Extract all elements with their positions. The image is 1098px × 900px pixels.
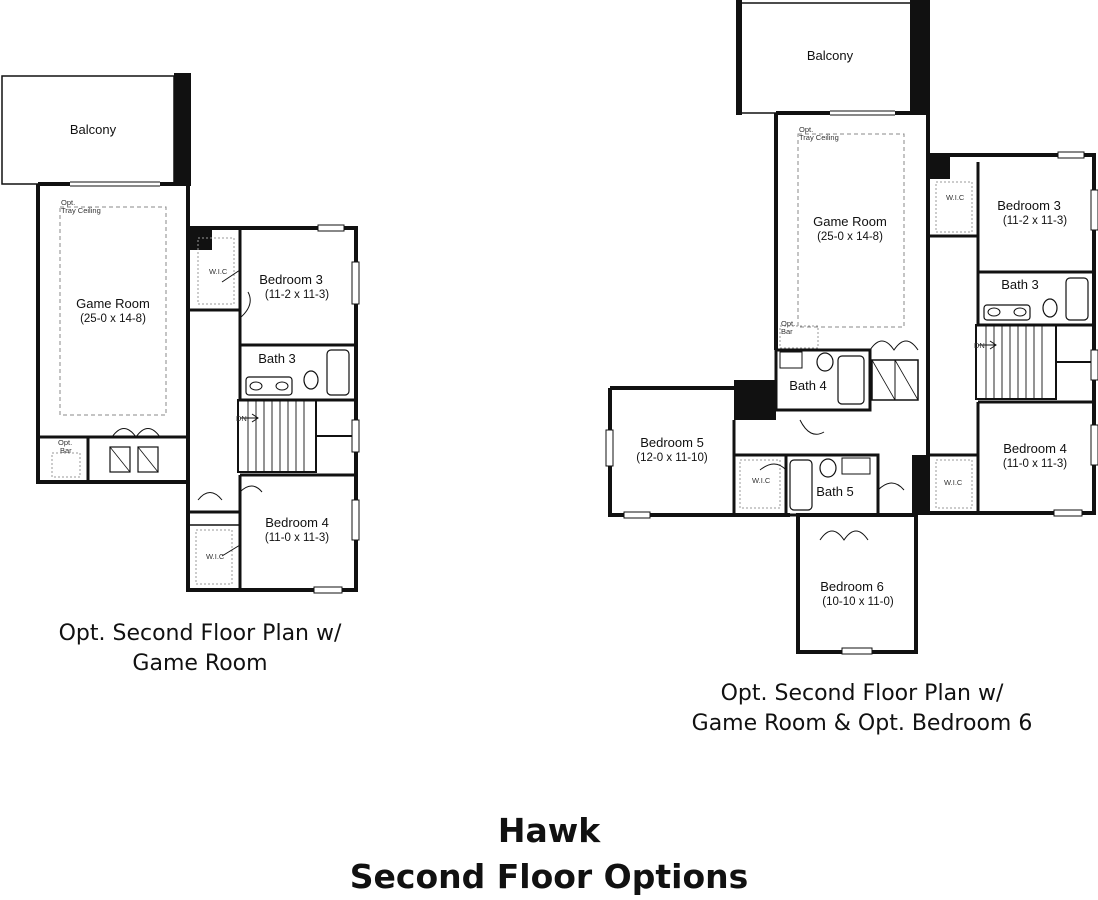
- caption-line: Opt. Second Floor Plan w/: [58, 621, 342, 646]
- game-room-dimensions: (25-0 x 14-8): [817, 231, 883, 243]
- plan-left-labels: Balcony Opt. Tray Ceiling Game Room (25-…: [58, 122, 329, 561]
- stairs-down-label: DN: [236, 414, 247, 423]
- wic-label: W.I.C: [209, 267, 228, 276]
- wic-label: W.I.C: [946, 193, 965, 202]
- opt-bar-label: Bar: [781, 327, 793, 336]
- balcony-label: Balcony: [70, 122, 117, 137]
- bedroom3-dimensions: (11-2 x 11-3): [1003, 215, 1067, 227]
- title-line-1: Hawk: [497, 811, 601, 850]
- plan-left-caption: Opt. Second Floor Plan w/ Game Room: [20, 619, 380, 679]
- stairs-down-label: DN: [974, 341, 985, 350]
- game-room-label: Game Room: [813, 214, 887, 229]
- page-title: Hawk Second Floor Options: [0, 808, 1098, 900]
- bedroom4-dimensions: (11-0 x 11-3): [1003, 458, 1067, 470]
- opt-bar-label: Opt.: [781, 319, 795, 328]
- bedroom4-label: Bedroom 4: [1003, 441, 1067, 456]
- bedroom6-dimensions: (10-10 x 11-0): [822, 596, 894, 608]
- tray-ceiling-label: Tray Ceiling: [799, 133, 839, 142]
- balcony-label: Balcony: [807, 48, 854, 63]
- wic-label: W.I.C: [206, 552, 225, 561]
- tray-ceiling-label: Tray Ceiling: [61, 206, 101, 215]
- bedroom3-dimensions: (11-2 x 11-3): [265, 289, 329, 301]
- title-line-2: Second Floor Options: [349, 857, 749, 896]
- tray-ceiling-label: Opt.: [61, 198, 75, 207]
- bedroom3-label: Bedroom 3: [997, 198, 1061, 213]
- bedroom3-label: Bedroom 3: [259, 272, 323, 287]
- bedroom4-dimensions: (11-0 x 11-3): [265, 532, 329, 544]
- caption-line: Game Room & Opt. Bedroom 6: [691, 711, 1033, 736]
- plan-left: [1, 73, 360, 594]
- opt-bar-label: Bar: [60, 446, 72, 455]
- game-room-dimensions: (25-0 x 14-8): [80, 313, 146, 325]
- bath5-label: Bath 5: [816, 484, 854, 499]
- game-room-label: Game Room: [76, 296, 150, 311]
- caption-line: Game Room: [132, 651, 268, 676]
- opt-bar-label: Opt.: [58, 438, 72, 447]
- bedroom4-label: Bedroom 4: [265, 515, 329, 530]
- tray-ceiling-label: Opt.: [799, 125, 813, 134]
- bath3-label: Bath 3: [258, 351, 296, 366]
- bedroom5-dimensions: (12-0 x 11-10): [636, 452, 708, 464]
- plan-right-labels: Balcony Opt. Tray Ceiling Game Room (25-…: [636, 48, 1067, 608]
- bath4-label: Bath 4: [789, 378, 827, 393]
- bath3-label: Bath 3: [1001, 277, 1039, 292]
- wic-label: W.I.C: [944, 478, 963, 487]
- caption-line: Opt. Second Floor Plan w/: [720, 681, 1004, 706]
- bedroom5-label: Bedroom 5: [640, 435, 704, 450]
- wic-label: W.I.C: [752, 476, 771, 485]
- bedroom6-label: Bedroom 6: [820, 579, 884, 594]
- plan-right: [605, 0, 1098, 655]
- plan-right-caption: Opt. Second Floor Plan w/ Game Room & Op…: [642, 679, 1082, 739]
